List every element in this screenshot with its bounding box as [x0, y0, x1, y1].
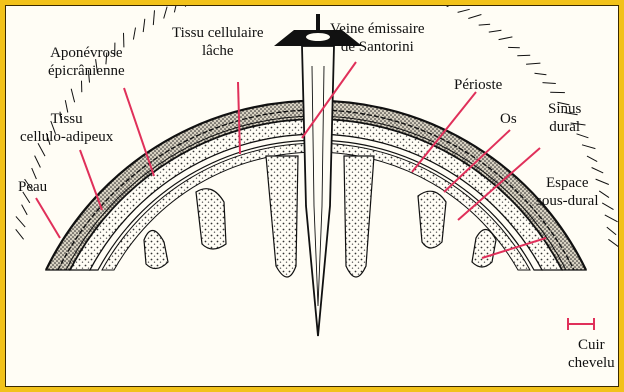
label-espace-sous-dural: Espace sous-dural [536, 174, 599, 210]
hair-strand [607, 227, 616, 235]
hair-strand [22, 205, 28, 215]
hair-strand [599, 191, 609, 198]
label-sinus-dural: Sinus dural [548, 100, 581, 136]
label-tissu-cellulaire-lache: Tissu cellulaire lâche [172, 24, 264, 60]
hair-strand [16, 229, 24, 239]
cortex-fold-2 [196, 189, 226, 249]
hair-strand [543, 83, 556, 84]
hair-strand [174, 6, 177, 12]
hair-strand [608, 239, 618, 247]
cortex-fold-6 [472, 229, 496, 267]
hair-strand [133, 28, 135, 40]
hair-strand [71, 89, 74, 103]
hair-strand [526, 63, 540, 64]
hair-strand [489, 30, 502, 32]
diagram-panel: Peau Tissu cellulo-adipeux Aponévrose ép… [5, 5, 619, 387]
cortex-fold-5 [418, 191, 446, 248]
sinus-lumen [306, 33, 330, 41]
leader-peau [36, 198, 60, 238]
hair-strand [468, 15, 481, 19]
hair-strand [605, 215, 618, 222]
hair-strand [479, 24, 490, 25]
hair-strand [587, 156, 597, 162]
hair-strand [458, 9, 470, 12]
label-veine-emissaire-santorini: Veine émissaire de Santorini [330, 20, 425, 56]
hair-strand [602, 203, 613, 210]
hair-strand [16, 216, 25, 227]
cortex-fold-3 [266, 156, 298, 277]
label-tissu-cellulo-adipeux: Tissu cellulo-adipeux [20, 110, 113, 146]
cortex-fold-1 [144, 230, 168, 268]
label-os: Os [500, 110, 517, 128]
label-perioste: Périoste [454, 76, 502, 94]
hair-strand [153, 10, 154, 25]
hair-strand [164, 7, 167, 19]
hair-strand [185, 6, 190, 7]
cortex-fold-4 [344, 156, 374, 277]
hair-strand [535, 73, 547, 74]
falx-cerebri [302, 46, 334, 336]
hair-strand [592, 168, 604, 173]
hair-strand [143, 19, 145, 32]
hair-strand [582, 145, 595, 149]
label-cuir-chevelu: Cuir chevelu [568, 336, 615, 372]
hair-strand [499, 37, 513, 40]
hair-strand [447, 6, 460, 7]
label-aponevrose-epicranienne: Aponévrose épicrânienne [48, 44, 125, 80]
hair-strand [35, 156, 41, 168]
label-peau: Peau [18, 178, 47, 196]
hair-strand [517, 55, 530, 56]
